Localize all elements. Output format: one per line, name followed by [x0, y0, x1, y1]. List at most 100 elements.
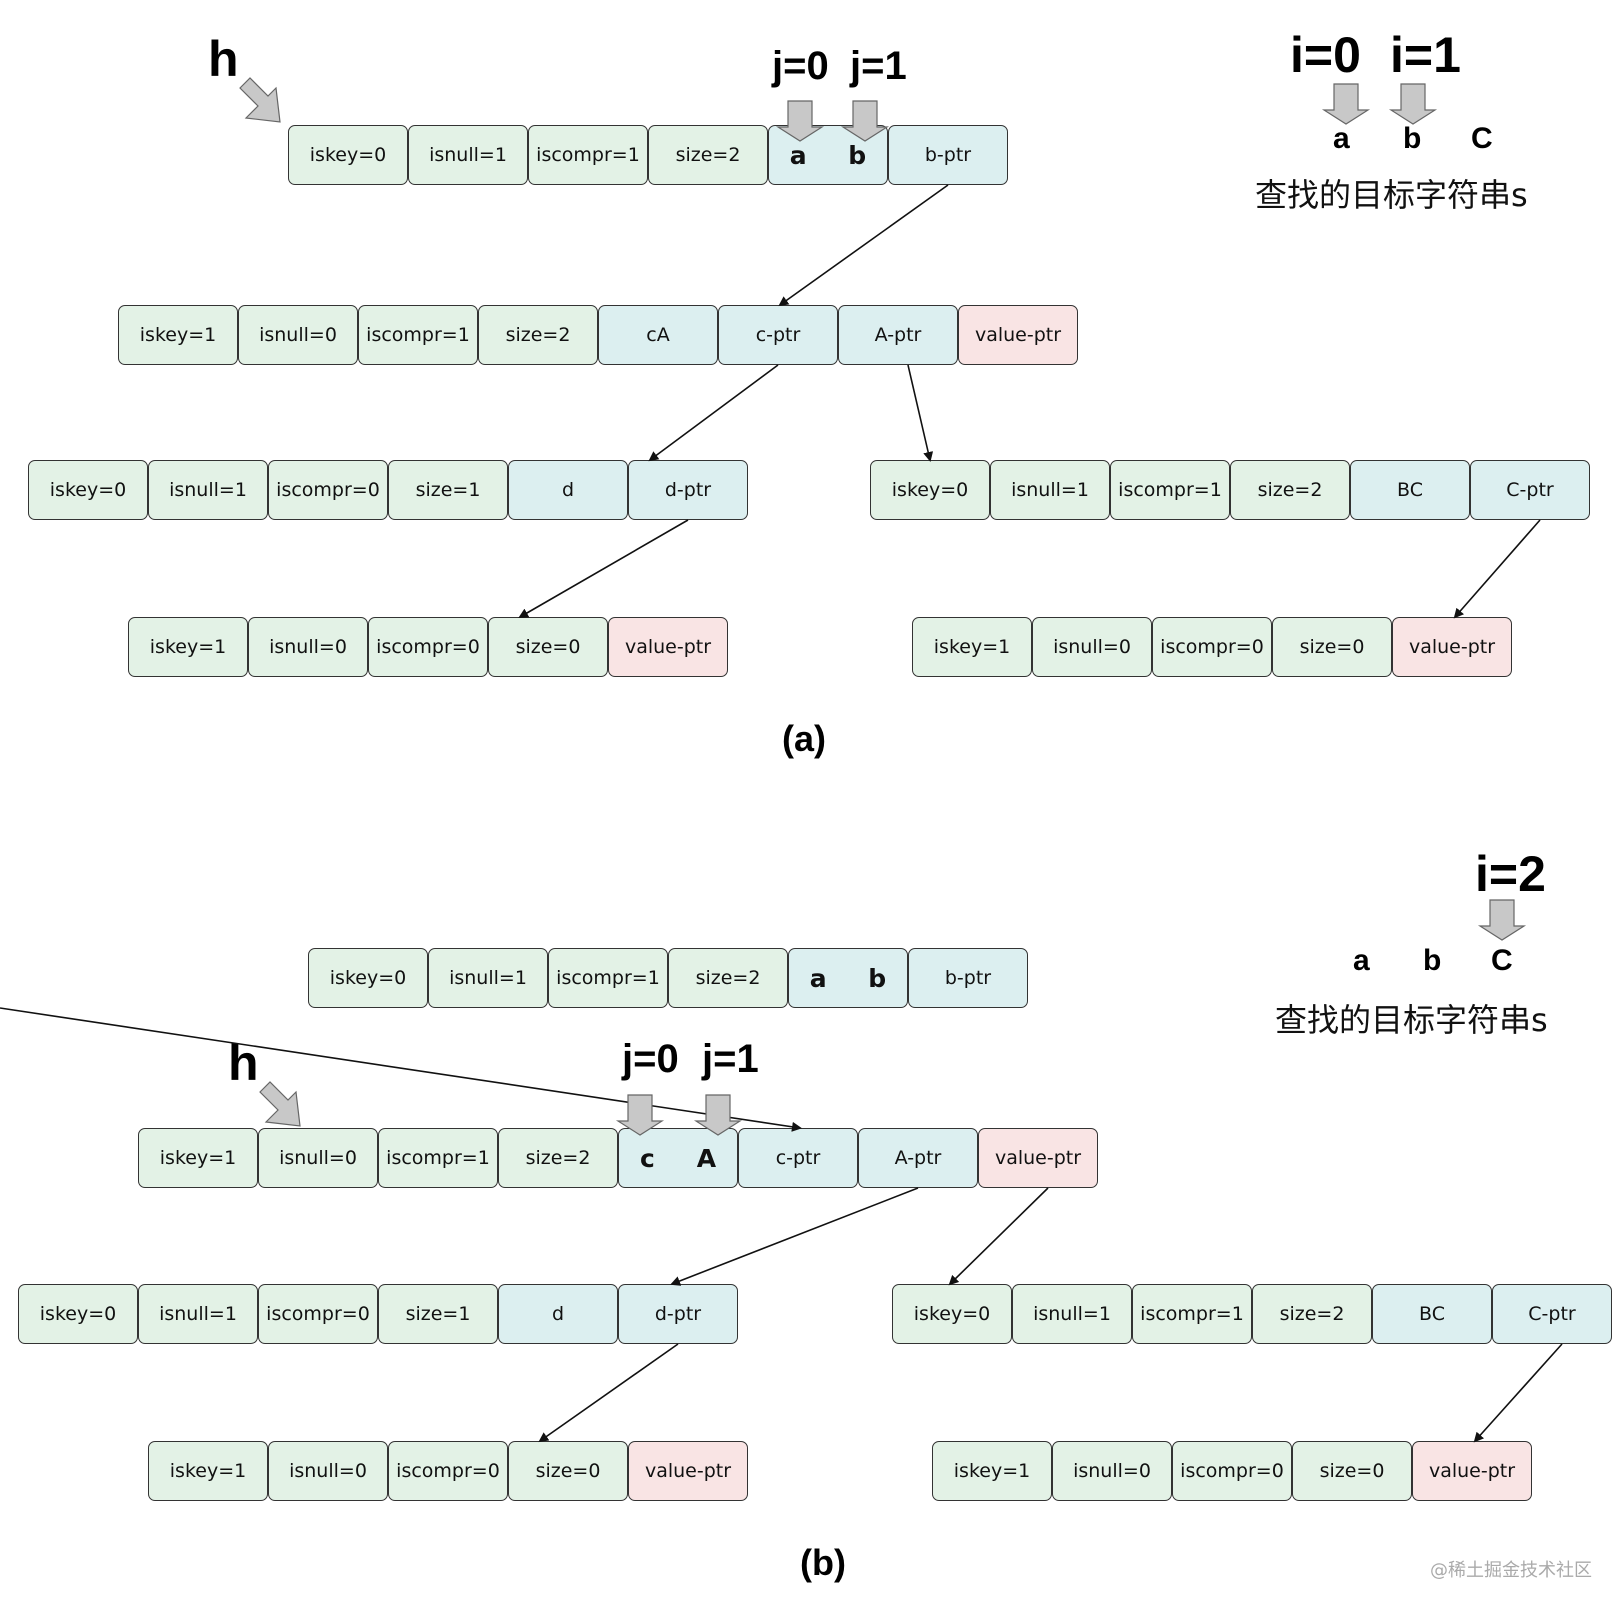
node-cell-d-ptr: d-ptr	[618, 1284, 738, 1344]
pointer-arrow	[778, 184, 949, 307]
node-cell-isnull: isnull=0	[1032, 617, 1152, 677]
j-index-label: j=0	[622, 1037, 679, 1081]
node-cell-bc: BC	[1372, 1284, 1492, 1344]
node-cell-iskey: iskey=0	[892, 1284, 1012, 1344]
node-cell-iscompr: iscompr=1	[358, 305, 478, 365]
pointer-arrow	[1453, 519, 1541, 619]
node-cell-d-ptr: d-ptr	[628, 460, 748, 520]
node-char: a	[789, 140, 807, 170]
node-cell-iscompr: iscompr=0	[368, 617, 488, 677]
node-cell-value-ptr: value-ptr	[608, 617, 728, 677]
pointer-arrow	[538, 1343, 679, 1443]
search-char: a	[1333, 122, 1350, 155]
node-char: a	[809, 963, 827, 993]
node-cell-ca: cA	[598, 305, 718, 365]
node-cell-iscompr: iscompr=1	[1132, 1284, 1252, 1344]
node-cell-size: size=2	[648, 125, 768, 185]
node-cell-iskey: iskey=1	[128, 617, 248, 677]
search-char: a	[1353, 944, 1370, 977]
node-cell-iskey: iskey=1	[932, 1441, 1052, 1501]
panel-label: (b)	[800, 1542, 846, 1583]
node-cell-value-ptr: value-ptr	[1412, 1441, 1532, 1501]
node-cell-iscompr: iscompr=0	[388, 1441, 508, 1501]
node-cell-iscompr: iscompr=1	[1110, 460, 1230, 520]
node-cell-size: size=0	[508, 1441, 628, 1501]
node-cell-value-ptr: value-ptr	[628, 1441, 748, 1501]
pointer-arrow	[907, 364, 934, 462]
position-arrow-icon	[615, 1094, 665, 1136]
node-cell-iscompr: iscompr=1	[528, 125, 648, 185]
node-char: b	[848, 140, 867, 170]
position-arrow-icon	[1477, 899, 1527, 941]
node-cell-isnull: isnull=0	[238, 305, 358, 365]
node-cell-d: d	[498, 1284, 618, 1344]
j-index-label: j=1	[702, 1037, 759, 1081]
pointer-arrow	[648, 364, 779, 462]
node-cell-isnull: isnull=1	[138, 1284, 258, 1344]
node-cell-size: size=1	[388, 460, 508, 520]
search-char: b	[1403, 122, 1422, 155]
node-char: c	[639, 1143, 655, 1173]
node-cell-value-ptr: value-ptr	[1392, 617, 1512, 677]
node-cell-iskey: iskey=0	[870, 460, 990, 520]
node-cell-iscompr: iscompr=0	[1152, 617, 1272, 677]
j-index-label: j=1	[850, 44, 907, 88]
i-index-label: i=2	[1475, 846, 1546, 902]
node-cell-iskey: iskey=0	[18, 1284, 138, 1344]
node-cell-isnull: isnull=0	[258, 1128, 378, 1188]
pointer-arrow	[518, 519, 689, 619]
position-arrow-icon	[775, 100, 825, 142]
i-index-label: i=0	[1290, 27, 1361, 83]
node-cell-bc: BC	[1350, 460, 1470, 520]
node-char: b	[868, 963, 887, 993]
node-cell-size: size=0	[1272, 617, 1392, 677]
node-cell-isnull: isnull=1	[428, 948, 548, 1008]
node-cell-size: size=0	[488, 617, 608, 677]
node-cell-c-ptr: C-ptr	[1492, 1284, 1612, 1344]
node-char: A	[696, 1143, 717, 1173]
node-cell-d: d	[508, 460, 628, 520]
node-cell-c-ptr: c-ptr	[738, 1128, 858, 1188]
pointer-arrow	[1473, 1343, 1563, 1443]
head-pointer-arrow-icon	[239, 77, 281, 123]
node-cell-a-ptr: A-ptr	[838, 305, 958, 365]
node-cell-iskey: iskey=1	[118, 305, 238, 365]
position-arrow-icon	[1321, 83, 1371, 125]
search-string-caption: 查找的目标字符串s	[1255, 176, 1528, 214]
node-cell-isnull: isnull=0	[248, 617, 368, 677]
node-cell-isnull: isnull=0	[268, 1441, 388, 1501]
position-arrow-icon	[1388, 83, 1438, 125]
node-cell-value-ptr: value-ptr	[958, 305, 1078, 365]
node-cell-isnull: isnull=1	[1012, 1284, 1132, 1344]
node-cell-iscompr: iscompr=1	[378, 1128, 498, 1188]
position-arrow-icon	[693, 1094, 743, 1136]
node-cell-iskey: iskey=0	[308, 948, 428, 1008]
node-cell-iskey: iskey=1	[138, 1128, 258, 1188]
search-char: C	[1471, 122, 1493, 155]
node-cell-c-ptr: C-ptr	[1470, 460, 1590, 520]
node-cell-iscompr: iscompr=0	[268, 460, 388, 520]
search-char: b	[1423, 944, 1442, 977]
panel-label: (a)	[782, 718, 826, 759]
node-cell-a-ptr: A-ptr	[858, 1128, 978, 1188]
node-cell-iskey: iskey=1	[148, 1441, 268, 1501]
search-string-caption: 查找的目标字符串s	[1275, 1001, 1548, 1039]
node-cell-iskey: iskey=0	[28, 460, 148, 520]
search-char: C	[1491, 944, 1513, 977]
node-cell-iscompr: iscompr=1	[548, 948, 668, 1008]
pointer-arrow	[948, 1187, 1049, 1286]
node-cell-isnull: isnull=1	[408, 125, 528, 185]
node-cell-size: size=2	[1252, 1284, 1372, 1344]
node-cell-b-ptr: b-ptr	[908, 948, 1028, 1008]
node-cell-isnull: isnull=0	[1052, 1441, 1172, 1501]
node-cell-size: size=2	[478, 305, 598, 365]
pointer-arrow	[670, 1187, 919, 1286]
position-arrow-icon	[840, 100, 890, 142]
node-cell-size: size=1	[378, 1284, 498, 1344]
head-pointer-arrow-icon	[259, 1081, 301, 1127]
node-cell-isnull: isnull=1	[148, 460, 268, 520]
